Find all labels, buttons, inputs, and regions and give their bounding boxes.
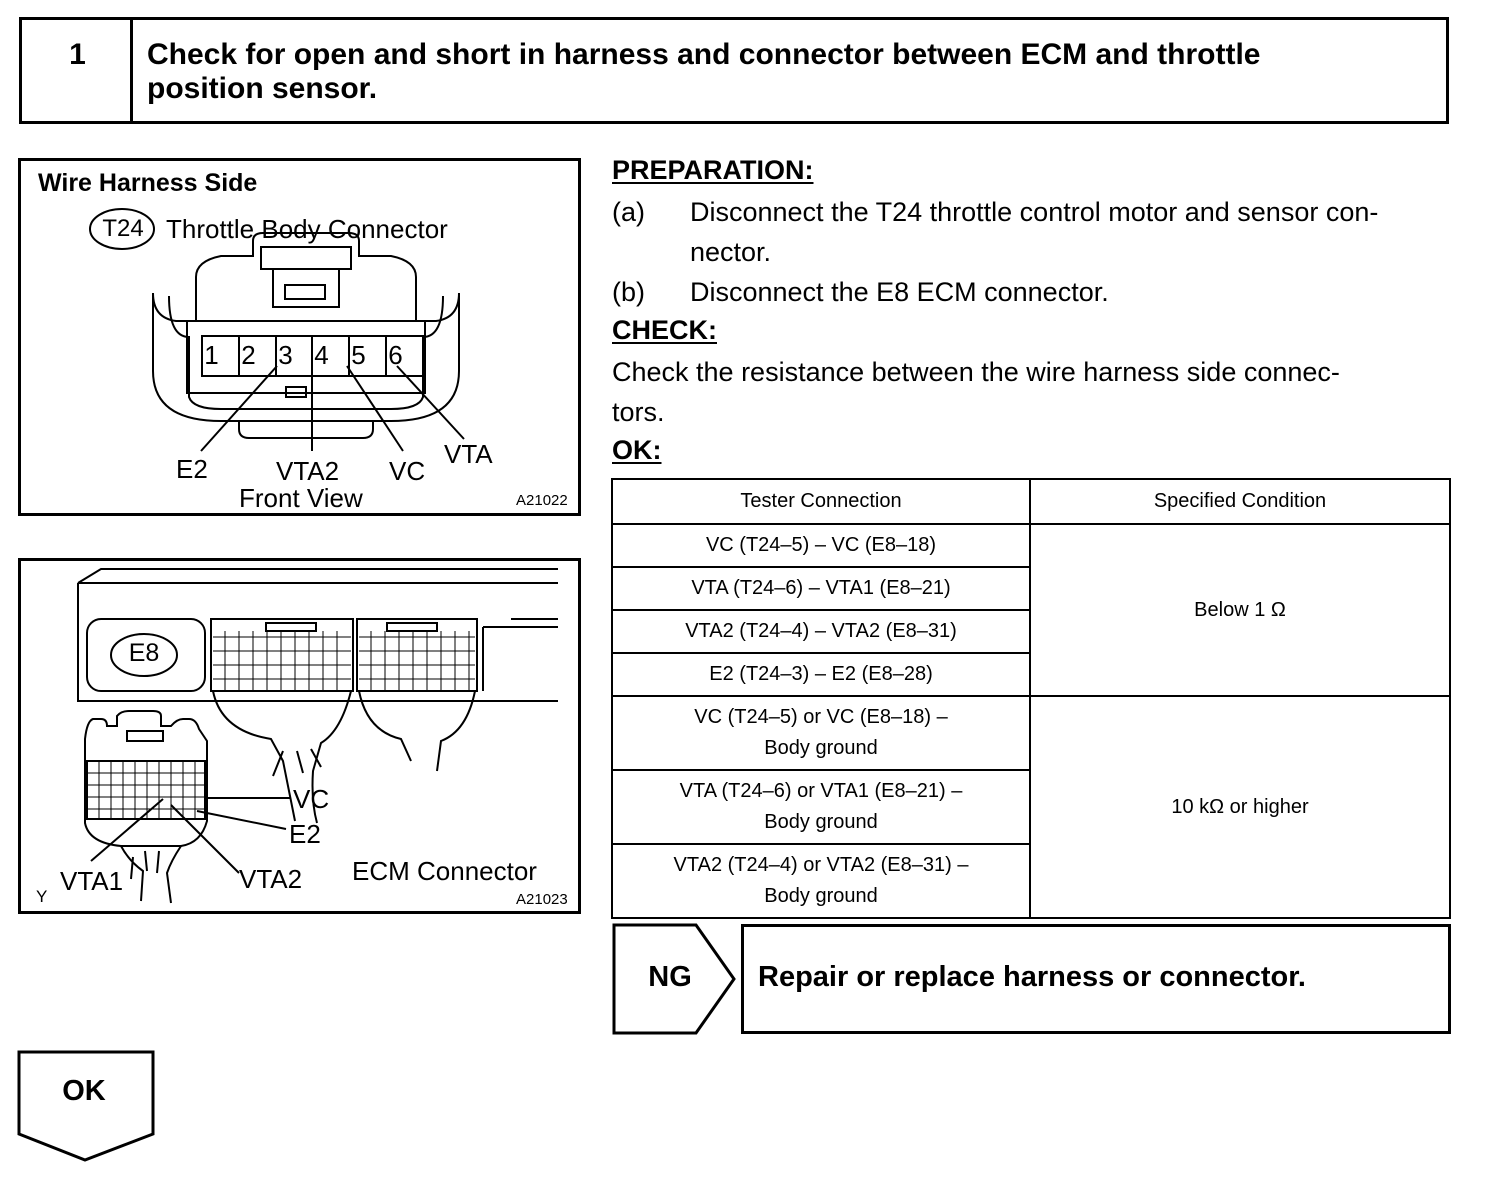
connection-cell: VTA2 (T24–4) – VTA2 (E8–31) [610, 609, 1032, 654]
connection-cell: VTA (T24–6) – VTA1 (E8–21) [610, 566, 1032, 611]
throttle-body-connector-label: Throttle Body Connector [166, 214, 448, 244]
vta-leader [396, 365, 465, 440]
header-specified-condition: Specified Condition [1029, 478, 1451, 525]
condition-below-1-ohm: Below 1 Ω [1029, 523, 1451, 697]
ecm-connector-caption: ECM Connector [352, 856, 537, 886]
table-row: VC (T24–5) or VC (E8–18) – Body ground 1… [610, 695, 1451, 919]
check-line1: Check the resistance between the wire ha… [612, 357, 1340, 387]
ng-action-text: Repair or replace harness or connector. [758, 961, 1306, 993]
table-row: VTA (T24–6) – VTA1 (E8–21) [610, 566, 1450, 611]
pin-2: 2 [241, 340, 256, 370]
header-tester-connection: Tester Connection [610, 478, 1032, 525]
table-row: VTA (T24–6) or VTA1 (E8–21) – Body groun… [610, 769, 1450, 845]
e8-circle [110, 633, 178, 677]
resistance-spec-table: Tester Connection Specified Condition VC… [610, 478, 1451, 919]
connection-cell: VC (T24–5) or VC (E8–18) – Body ground [610, 695, 1032, 771]
figure2-id: A21023 [516, 891, 568, 908]
connection-line2: Body ground [764, 885, 878, 907]
e2-label: E2 [289, 819, 321, 849]
ng-label: NG [648, 961, 692, 993]
front-view-label: Front View [239, 483, 363, 513]
pin-1: 1 [204, 340, 219, 370]
vc-label: VC [293, 784, 330, 814]
prep-b-text: Disconnect the E8 ECM connector. [690, 277, 1109, 307]
step-title-line1: Check for open and short in harness and … [147, 38, 1261, 71]
throttle-connector-drawing [89, 208, 465, 452]
vta1-leader [90, 798, 164, 862]
vta2-leader [170, 804, 240, 874]
pin-5: 5 [351, 340, 366, 370]
step-number-cell: 1 [22, 20, 133, 121]
connection-cell: VTA (T24–6) or VTA1 (E8–21) – Body groun… [610, 769, 1032, 845]
vta1-label: VTA1 [60, 866, 124, 896]
connection-cell: VC (T24–5) – VC (E8–18) [610, 523, 1032, 568]
connection-cell: VTA2 (T24–4) or VTA2 (E8–31) – Body grou… [610, 843, 1032, 919]
prep-a-line1: Disconnect the T24 throttle control moto… [690, 197, 1379, 227]
ecm-connector-figure: E8 VC E2 VTA1 VTA2 ECM Connector Y A2102… [18, 558, 581, 914]
connection-line2: Body ground [764, 737, 878, 759]
ecm-connector-drawing [77, 568, 558, 904]
connection-line1: VC (T24–5) or VC (E8–18) – [694, 706, 948, 728]
prep-a-line2: nector. [690, 237, 772, 267]
preparation-heading: PREPARATION: [612, 155, 814, 185]
prep-a-letter: (a) [612, 197, 645, 227]
connection-line2: Body ground [764, 811, 878, 833]
table-row: VTA2 (T24–4) or VTA2 (E8–31) – Body grou… [610, 843, 1450, 919]
step-number: 1 [69, 38, 86, 71]
ng-arrow-shape [612, 923, 736, 1035]
pin-6: 6 [388, 340, 403, 370]
t24-label: T24 [102, 215, 144, 242]
e2-leader [200, 365, 278, 452]
vc-leader [346, 365, 404, 452]
vta2-label: VTA2 [239, 864, 303, 894]
ok-heading: OK: [612, 435, 662, 465]
e2-label: E2 [176, 454, 208, 484]
connection-line1: VTA (T24–6) or VTA1 (E8–21) – [679, 780, 963, 802]
check-heading: CHECK: [612, 315, 717, 345]
table-header-row: Tester Connection Specified Condition [610, 478, 1451, 525]
table-row: VTA2 (T24–4) – VTA2 (E8–31) [610, 609, 1450, 654]
ok-flow-label: OK [62, 1075, 106, 1107]
ecm-recess [86, 618, 206, 692]
step-header: 1 Check for open and short in harness an… [19, 17, 1449, 124]
pin-4: 4 [314, 340, 329, 370]
e2-leader [196, 810, 287, 830]
step-title: Check for open and short in harness and … [147, 38, 1437, 106]
condition-10k-or-higher: 10 kΩ or higher [1029, 695, 1451, 919]
table-row: VC (T24–5) – VC (E8–18) Below 1 Ω [610, 523, 1451, 697]
ng-result-box: Repair or replace harness or connector. [741, 924, 1451, 1034]
e8-label: E8 [128, 639, 160, 667]
loose-ecm-connector [84, 710, 208, 847]
connector-housing [152, 232, 460, 422]
wire-harness-side-heading: Wire Harness Side [38, 169, 258, 197]
table-row: E2 (T24–3) – E2 (E8–28) [610, 652, 1450, 697]
ok-arrow-shape [17, 1050, 155, 1162]
check-text: Check the resistance between the wire ha… [612, 352, 1452, 432]
figure1-id: A21022 [516, 492, 568, 509]
t24-circle [89, 208, 155, 250]
corner-mark: Y [36, 887, 48, 906]
throttle-connector-figure: Wire Harness Side [18, 158, 581, 516]
vta-label: VTA [444, 439, 493, 469]
step-title-line2: position sensor. [147, 72, 378, 105]
vta2-label: VTA2 [276, 456, 340, 486]
prep-b-letter: (b) [612, 277, 645, 307]
vc-label: VC [389, 456, 426, 486]
connection-cell: E2 (T24–3) – E2 (E8–28) [610, 652, 1032, 697]
prep-a-text: Disconnect the T24 throttle control moto… [690, 192, 1450, 272]
connection-line1: VTA2 (T24–4) or VTA2 (E8–31) – [673, 854, 969, 876]
check-line2: tors. [612, 397, 665, 427]
pin-3: 3 [278, 340, 293, 370]
